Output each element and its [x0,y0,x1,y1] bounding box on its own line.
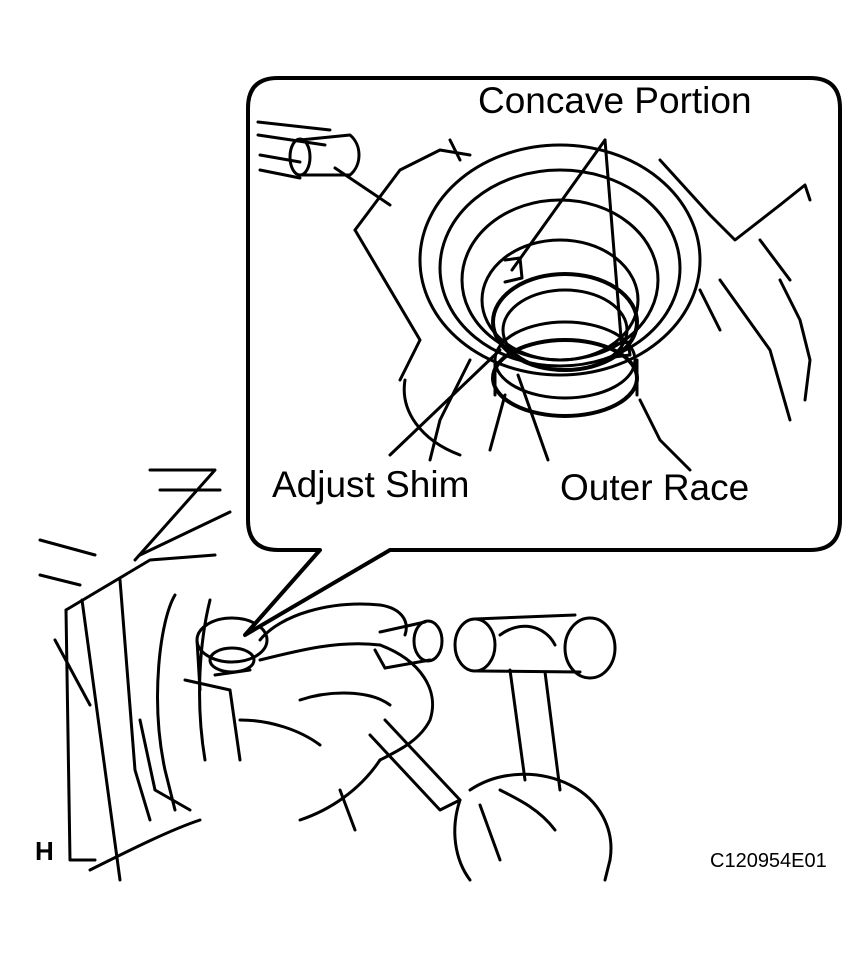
hammer [453,613,617,882]
leader-concave-right [603,138,624,352]
label-outer-race: Outer Race [560,467,749,508]
callout-bubble [243,76,842,637]
leader-lines [388,138,624,462]
leader-concave-left [510,138,607,272]
leader-outer-race [516,373,550,462]
callout-detail [256,120,812,472]
reference-code: C120954E01 [710,850,827,872]
view-letter: H [35,836,54,866]
label-adjust-shim: Adjust Shim [272,464,469,505]
housing-assembly [38,468,462,882]
left-hand-with-drift [88,602,444,872]
label-concave-portion: Concave Portion [478,80,752,121]
leader-adjust-shim [388,348,502,457]
